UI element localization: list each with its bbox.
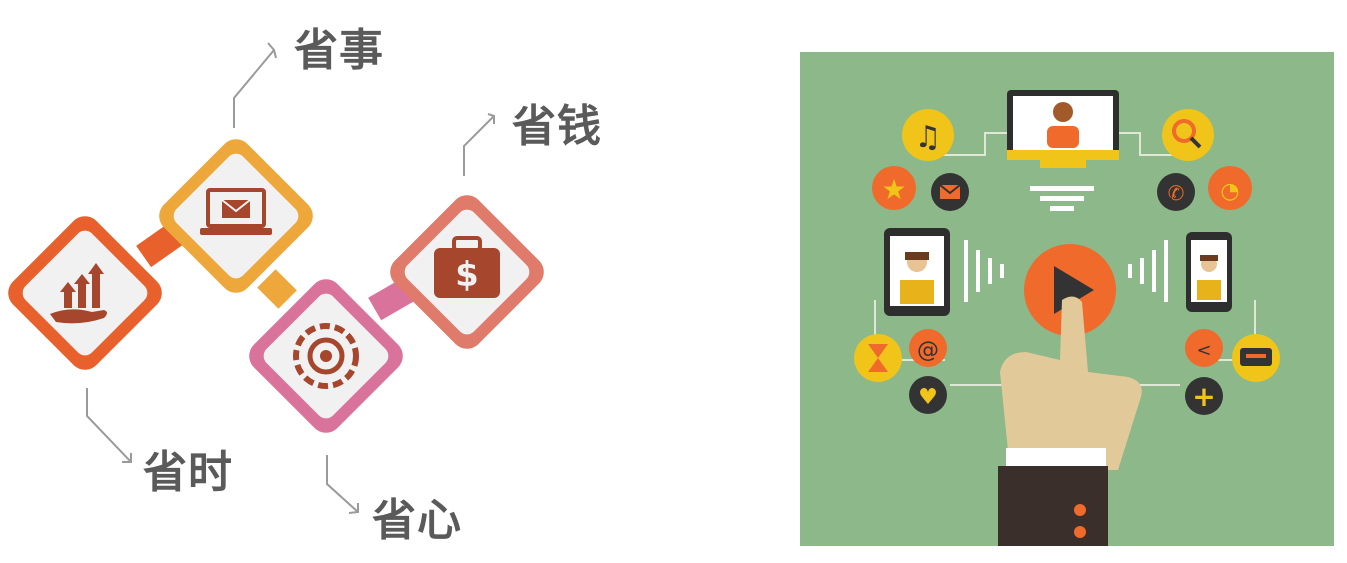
monitor-person-icon: [1007, 90, 1119, 168]
smartphone-person-icon: [1186, 232, 1232, 312]
label-sheng-xin: 省心: [372, 495, 462, 546]
smartphone-person-icon: [884, 228, 950, 316]
money-bag-icon: $: [434, 236, 500, 298]
label-sheng-shi-time: 省时: [143, 447, 233, 498]
mail-icon: [931, 173, 969, 211]
svg-text:◔: ◔: [1220, 179, 1239, 204]
svg-text:★: ★: [881, 173, 906, 206]
svg-text:$: $: [455, 255, 479, 295]
rss-icon: ◔: [1208, 166, 1252, 210]
laptop-mail-icon: [200, 188, 272, 235]
share-icon: <: [1185, 329, 1223, 367]
chat-icon: [1232, 334, 1280, 382]
pointer-arrows: [86, 42, 495, 514]
search-icon: [1162, 109, 1214, 161]
svg-text:♫: ♫: [915, 120, 942, 155]
sound-waves: [964, 240, 1168, 302]
growth-hand-icon: [50, 263, 107, 324]
pointing-hand-icon: [998, 296, 1142, 546]
signal-bars: [1030, 186, 1094, 211]
svg-text:✆: ✆: [1168, 181, 1185, 205]
star-icon: ★: [872, 166, 916, 210]
phone-icon: ✆: [1157, 173, 1195, 211]
svg-text:♥: ♥: [918, 385, 938, 410]
label-sheng-qian: 省钱: [512, 101, 602, 152]
heart-icon: ♥: [909, 376, 947, 414]
hourglass-icon: [854, 334, 902, 382]
svg-text:+: +: [1192, 380, 1215, 413]
plus-icon: +: [1185, 377, 1223, 415]
music-icon: ♫: [902, 109, 954, 161]
at-icon: @: [909, 329, 947, 367]
svg-text:<: <: [1196, 340, 1211, 361]
svg-text:@: @: [917, 338, 939, 363]
label-sheng-shi-matters: 省事: [294, 25, 384, 76]
gear-icon: [293, 323, 359, 389]
